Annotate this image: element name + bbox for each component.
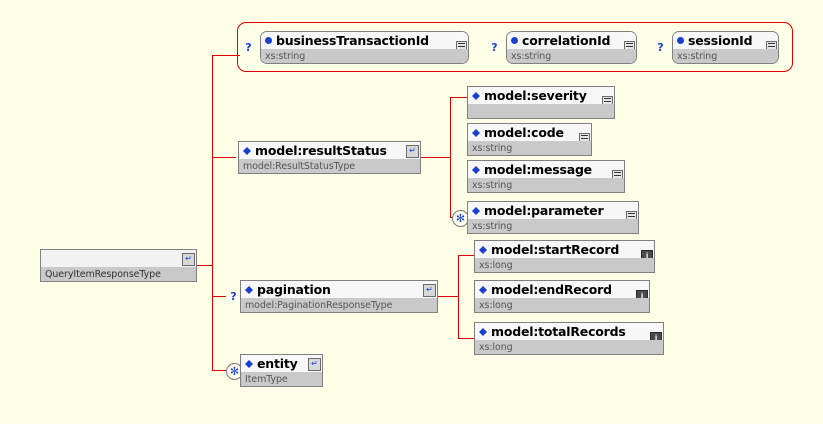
wire-branch-resultstatus <box>212 157 236 158</box>
sequence-compositor-icon: ↵ <box>406 145 419 158</box>
element-node-entity[interactable]: entity ItemType ↵ <box>240 354 323 387</box>
element-diamond-icon <box>472 125 480 137</box>
element-name-row: entity <box>241 355 322 372</box>
element-name-row: model:severity <box>468 87 614 109</box>
attribute-dot-icon <box>677 37 684 44</box>
cardinality-marker-optional-pagination: ? <box>226 289 241 304</box>
element-name-row: model:message <box>468 161 624 183</box>
element-node-resultstatus[interactable]: model:resultStatus model:ResultStatusTyp… <box>238 141 421 174</box>
element-label: model:severity <box>484 88 587 103</box>
root-node-type: QueryItemResponseType <box>41 267 196 281</box>
element-type: xs:long <box>475 340 663 354</box>
attribute-node-sessionid[interactable]: sessionId xs:string <box>672 31 779 64</box>
element-node-parameter[interactable]: model:parameter xs:string <box>467 201 639 234</box>
element-name-row: model:resultStatus <box>239 142 420 159</box>
sequence-compositor-icon: ↵ <box>423 284 436 297</box>
sequence-compositor-icon: ↵ <box>308 358 321 371</box>
attribute-name-row: sessionId <box>673 32 778 54</box>
element-label: model:endRecord <box>491 282 612 297</box>
wire-branch-entity <box>212 370 226 371</box>
element-name-row: model:parameter <box>468 202 638 224</box>
element-label: model:parameter <box>484 203 604 218</box>
attribute-group-box <box>237 22 793 72</box>
element-name-row: model:endRecord i <box>475 281 649 303</box>
element-diamond-icon <box>243 143 251 155</box>
wire-root-stub <box>196 265 212 266</box>
cardinality-marker-optional-correlationid: ? <box>487 40 502 55</box>
wire-resultstatus-stub <box>421 157 450 158</box>
wire-pagination-totalrecords <box>458 338 474 339</box>
root-node-queryitemresponsetype[interactable]: QueryItemResponseType ↵ <box>40 249 197 282</box>
element-node-code[interactable]: model:code xs:string <box>467 123 592 156</box>
element-label: model:resultStatus <box>255 143 387 158</box>
root-node-name <box>41 250 196 267</box>
element-node-endrecord[interactable]: model:endRecord i xs:long <box>474 280 650 313</box>
wire-pagination-startrecord <box>458 255 474 256</box>
element-label: model:totalRecords <box>491 324 626 339</box>
element-label: entity <box>257 356 298 371</box>
element-type: xs:long <box>475 258 654 272</box>
element-diamond-icon <box>479 324 487 336</box>
attribute-label: sessionId <box>688 33 753 48</box>
element-diamond-icon <box>245 282 253 294</box>
attribute-name-row: correlationId <box>507 32 636 54</box>
element-node-message[interactable]: model:message xs:string <box>467 160 625 193</box>
element-type: xs:long <box>475 298 649 312</box>
element-label: model:message <box>484 162 592 177</box>
wire-pagination-trunk <box>458 255 459 338</box>
element-diamond-icon <box>472 203 480 215</box>
element-name-row: model:startRecord i <box>475 241 654 263</box>
element-type <box>468 104 614 118</box>
element-label: model:startRecord <box>491 242 620 257</box>
element-node-pagination[interactable]: pagination model:PaginationResponseType … <box>240 280 438 313</box>
attribute-type: xs:string <box>261 49 468 63</box>
element-diamond-icon <box>479 242 487 254</box>
element-label: model:code <box>484 125 564 140</box>
element-node-totalrecords[interactable]: model:totalRecords i xs:long <box>474 322 664 355</box>
attribute-type: xs:string <box>507 49 636 63</box>
attribute-type: xs:string <box>673 49 778 63</box>
attribute-dot-icon <box>511 37 518 44</box>
attribute-node-businesstransactionid[interactable]: businessTransactionId xs:string <box>260 31 469 64</box>
element-type: model:PaginationResponseType <box>241 298 437 312</box>
attribute-dot-icon <box>265 37 272 44</box>
attribute-label: businessTransactionId <box>276 33 429 48</box>
attribute-label: correlationId <box>522 33 611 48</box>
element-node-severity[interactable]: model:severity <box>467 86 615 119</box>
element-type: xs:string <box>468 141 591 155</box>
wire-branch-attrgroup <box>212 55 240 56</box>
wire-trunk <box>212 55 213 370</box>
sequence-compositor-icon: ↵ <box>182 253 195 266</box>
wire-branch-pagination <box>212 296 228 297</box>
cardinality-marker-optional-sessionid: ? <box>653 40 668 55</box>
wire-resultstatus-severity <box>450 97 467 98</box>
element-name-row: pagination <box>241 281 437 298</box>
element-name-row: model:totalRecords i <box>475 323 663 345</box>
cardinality-marker-optional-businesstransactionid: ? <box>241 40 256 55</box>
attribute-name-row: businessTransactionId <box>261 32 468 54</box>
element-diamond-icon <box>479 282 487 294</box>
element-diamond-icon <box>472 162 480 174</box>
element-type: ItemType <box>241 372 322 386</box>
element-diamond-icon <box>245 356 253 368</box>
element-name-row: model:code <box>468 124 591 146</box>
element-type: xs:string <box>468 219 638 233</box>
element-node-startrecord[interactable]: model:startRecord i xs:long <box>474 240 655 273</box>
element-diamond-icon <box>472 88 480 100</box>
wire-resultstatus-trunk <box>450 97 451 217</box>
element-type: model:ResultStatusType <box>239 159 420 173</box>
element-label: pagination <box>257 282 331 297</box>
wire-pagination-stub <box>438 296 458 297</box>
element-type: xs:string <box>468 178 624 192</box>
attribute-node-correlationid[interactable]: correlationId xs:string <box>506 31 637 64</box>
